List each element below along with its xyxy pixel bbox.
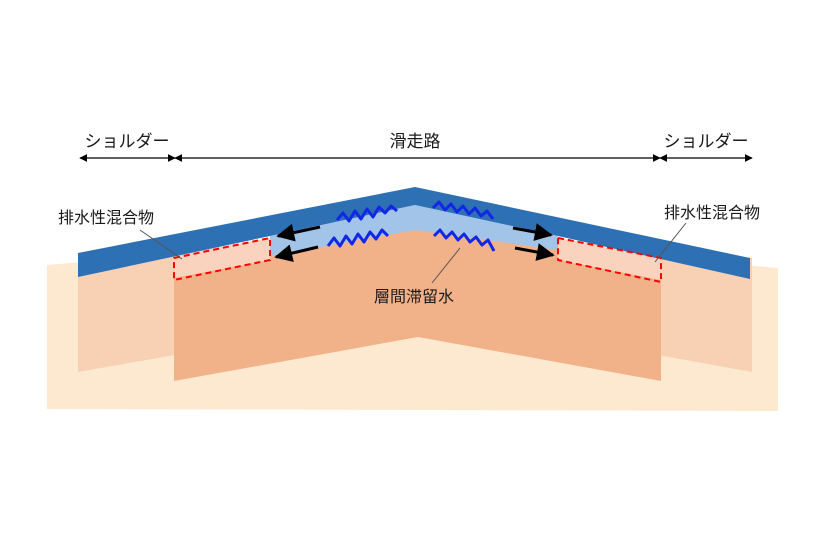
water-wave-lower-right (432, 228, 496, 252)
right-shoulder-base (658, 248, 752, 372)
leader-interlayer-water (431, 247, 461, 284)
callout-left-drainage-mix: 排水性混合物 (58, 208, 154, 227)
water-wave-upper-left (335, 204, 398, 223)
surface-layer (78, 187, 750, 279)
left-drainage-box (173, 236, 271, 282)
flow-arrows (274, 223, 555, 263)
label-left-shoulder: ショルダー (85, 132, 170, 152)
callout-right-drainage-mix: 排水性混合物 (664, 203, 760, 222)
left-shoulder-base (78, 248, 175, 372)
leader-left-drainage (139, 229, 183, 260)
arrow-upper-right (512, 223, 553, 241)
water-wave-lower-left (326, 228, 390, 248)
interlayer-water-band (270, 205, 558, 256)
arrow-lower-left (274, 244, 319, 263)
left-drainage-mix-fill (174, 238, 270, 278)
water-wave-lines (326, 200, 496, 252)
callout-interlayer-water: 層間滞留水 (374, 287, 454, 306)
water-wave-upper-right (431, 200, 495, 220)
callout-leaders (139, 222, 687, 284)
runway-base-layer (174, 225, 661, 381)
arrow-upper-left (276, 223, 321, 242)
right-drainage-mix-fill (558, 238, 661, 280)
leader-right-drainage (654, 222, 687, 263)
right-drainage-box (557, 236, 662, 284)
arrow-lower-right (514, 243, 555, 261)
label-runway: 滑走路 (390, 132, 441, 152)
label-right-shoulder: ショルダー (664, 132, 749, 152)
